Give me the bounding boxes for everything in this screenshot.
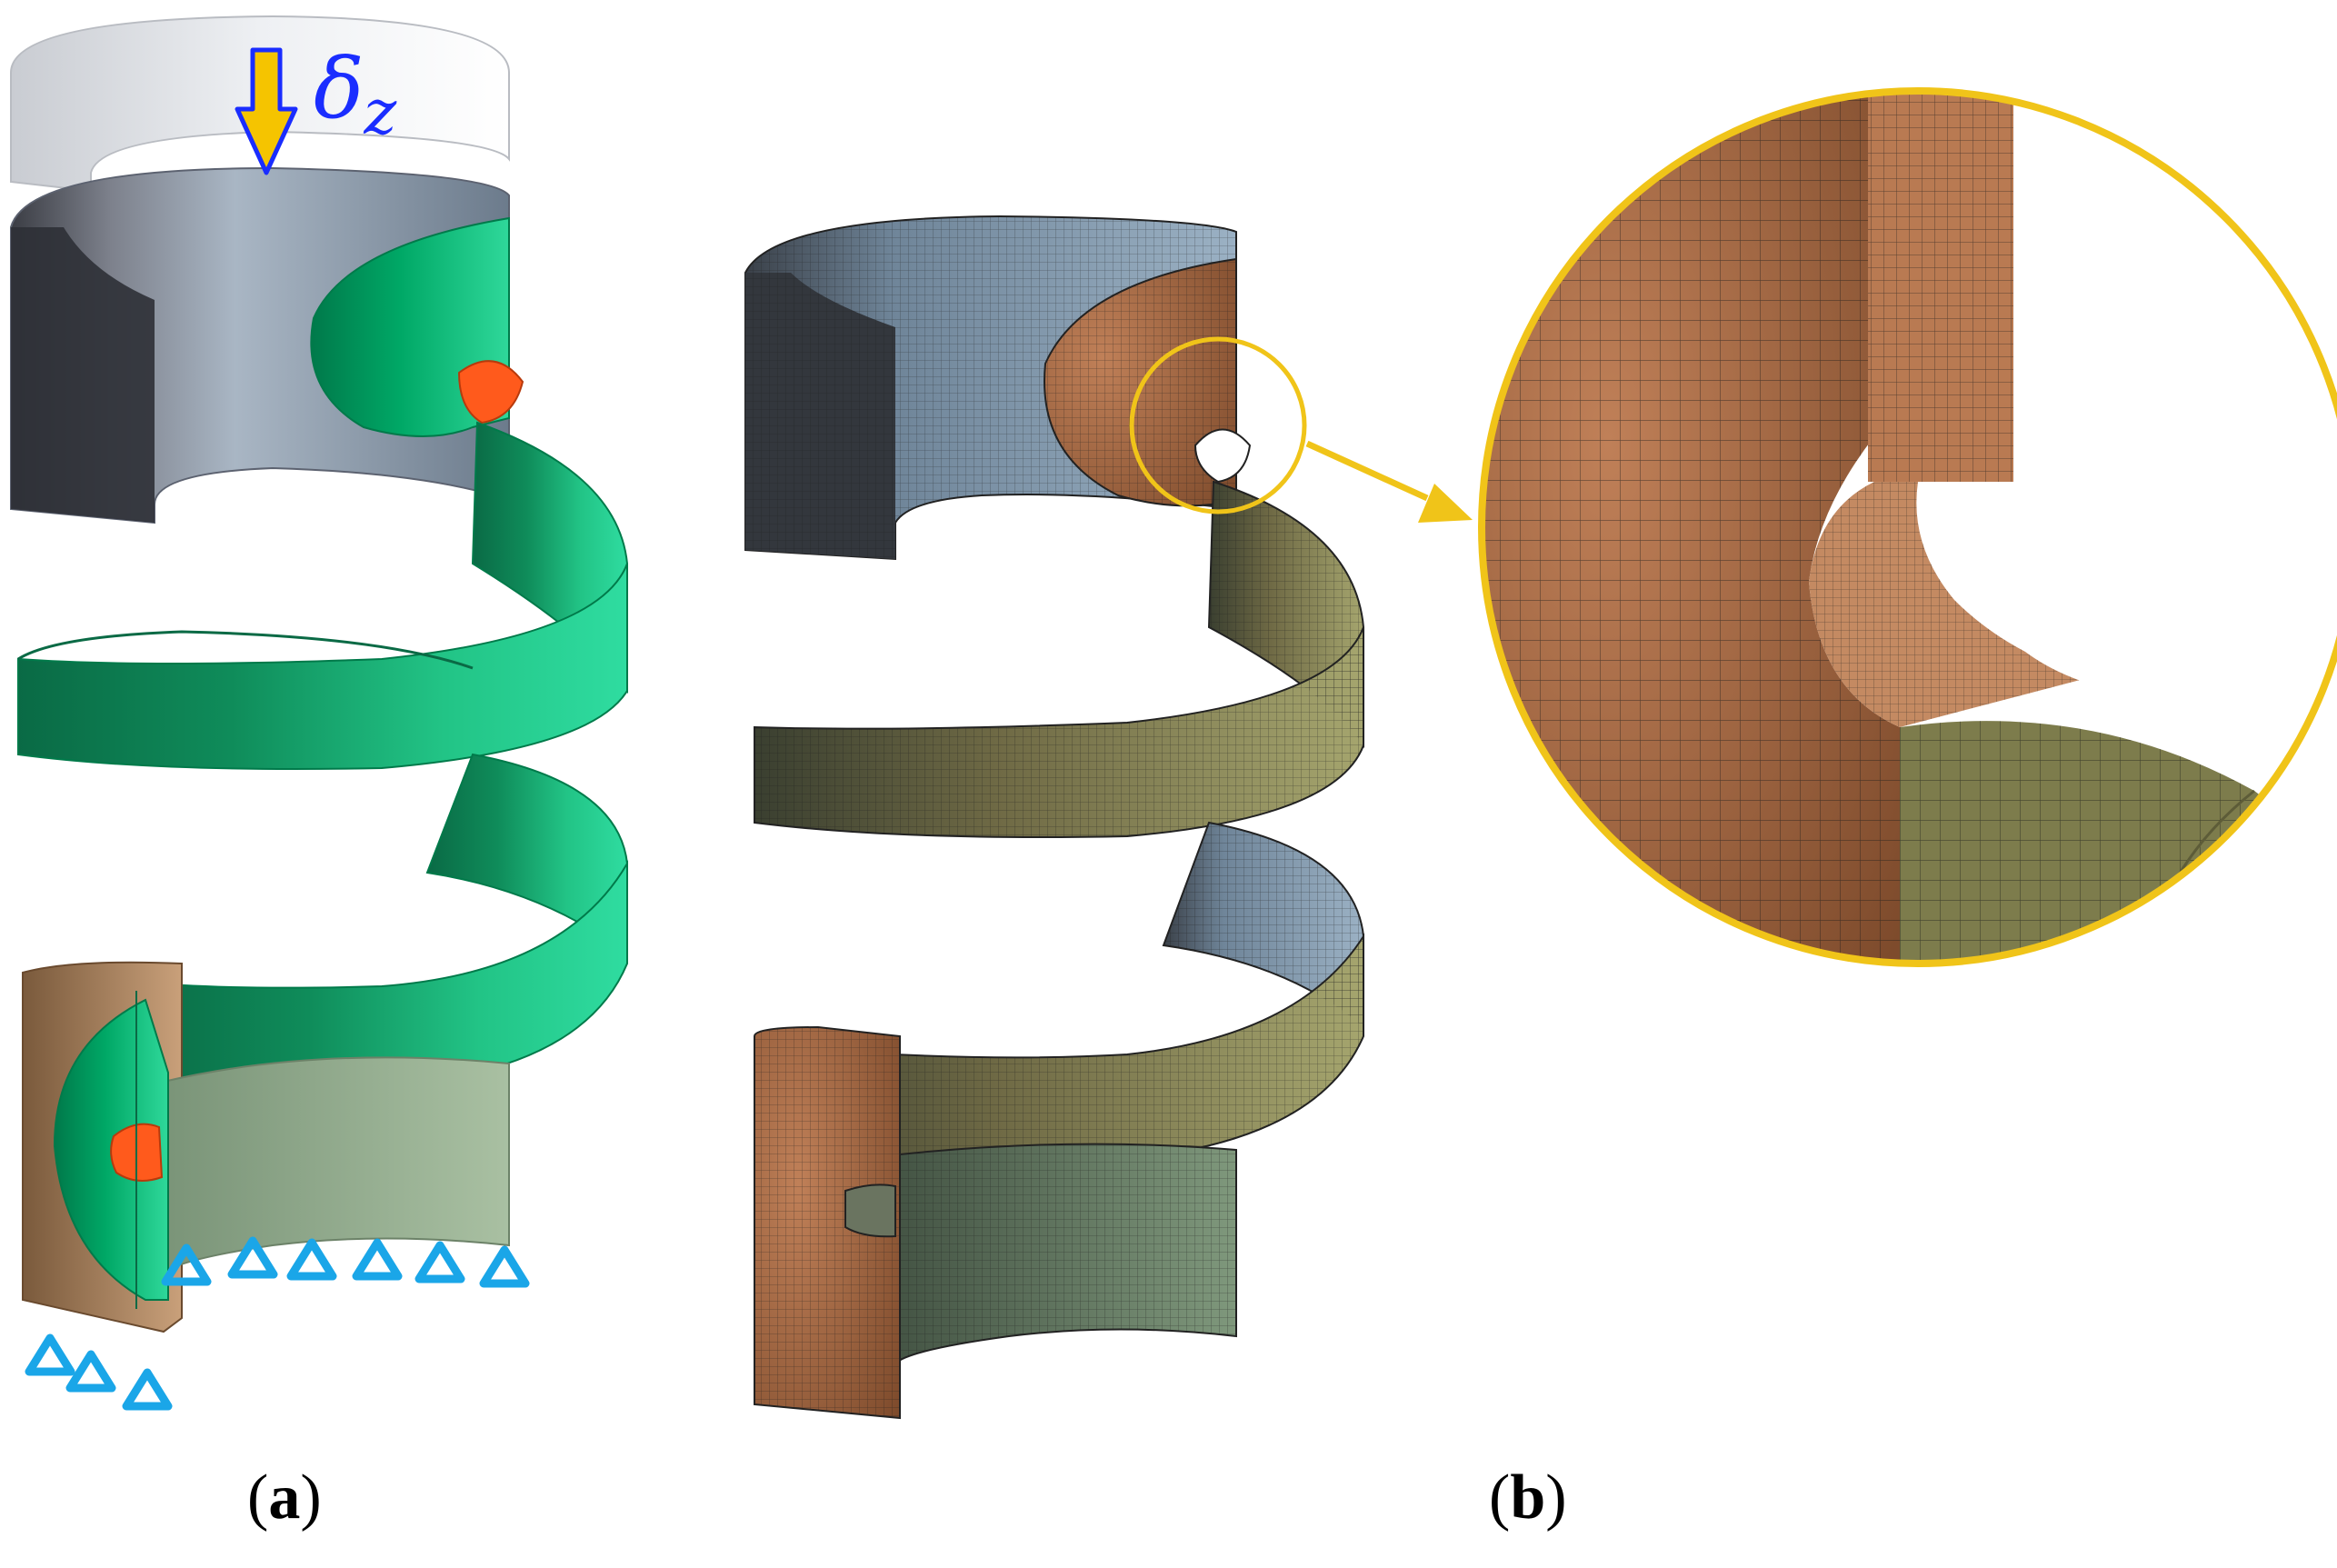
triangle-support-icon: [227, 1236, 278, 1279]
triangle-support-icon: [25, 1333, 75, 1376]
upper-fixture-side: [11, 227, 155, 523]
zoom-arrow-icon: [1305, 440, 1473, 523]
notch-upper: [457, 360, 524, 424]
lower-fixture-inner: [163, 1056, 510, 1274]
panel-label-a: (a): [247, 1463, 322, 1533]
spring-mesh-model: [744, 215, 1364, 1420]
zoom-ring: [1478, 87, 2337, 967]
zoom-detail: [1478, 87, 2337, 967]
triangle-support-icon: [161, 1243, 212, 1286]
detail-ring: [1129, 336, 1307, 514]
triangle-support-icon: [352, 1238, 403, 1281]
panel-label-b: (b): [1489, 1463, 1567, 1533]
coil-band-1: [17, 563, 628, 770]
triangle-support-icon: [286, 1238, 337, 1281]
down-arrow-icon: [235, 47, 298, 175]
triangle-support-icon: [414, 1241, 465, 1283]
displacement-label: δz: [314, 40, 397, 149]
triangle-support-icon: [65, 1350, 116, 1393]
supports-left: [25, 1333, 173, 1411]
triangle-support-icon: [122, 1368, 173, 1411]
spring-cad-model: [10, 15, 628, 1333]
supports-right: [161, 1236, 530, 1288]
triangle-support-icon: [479, 1245, 530, 1288]
